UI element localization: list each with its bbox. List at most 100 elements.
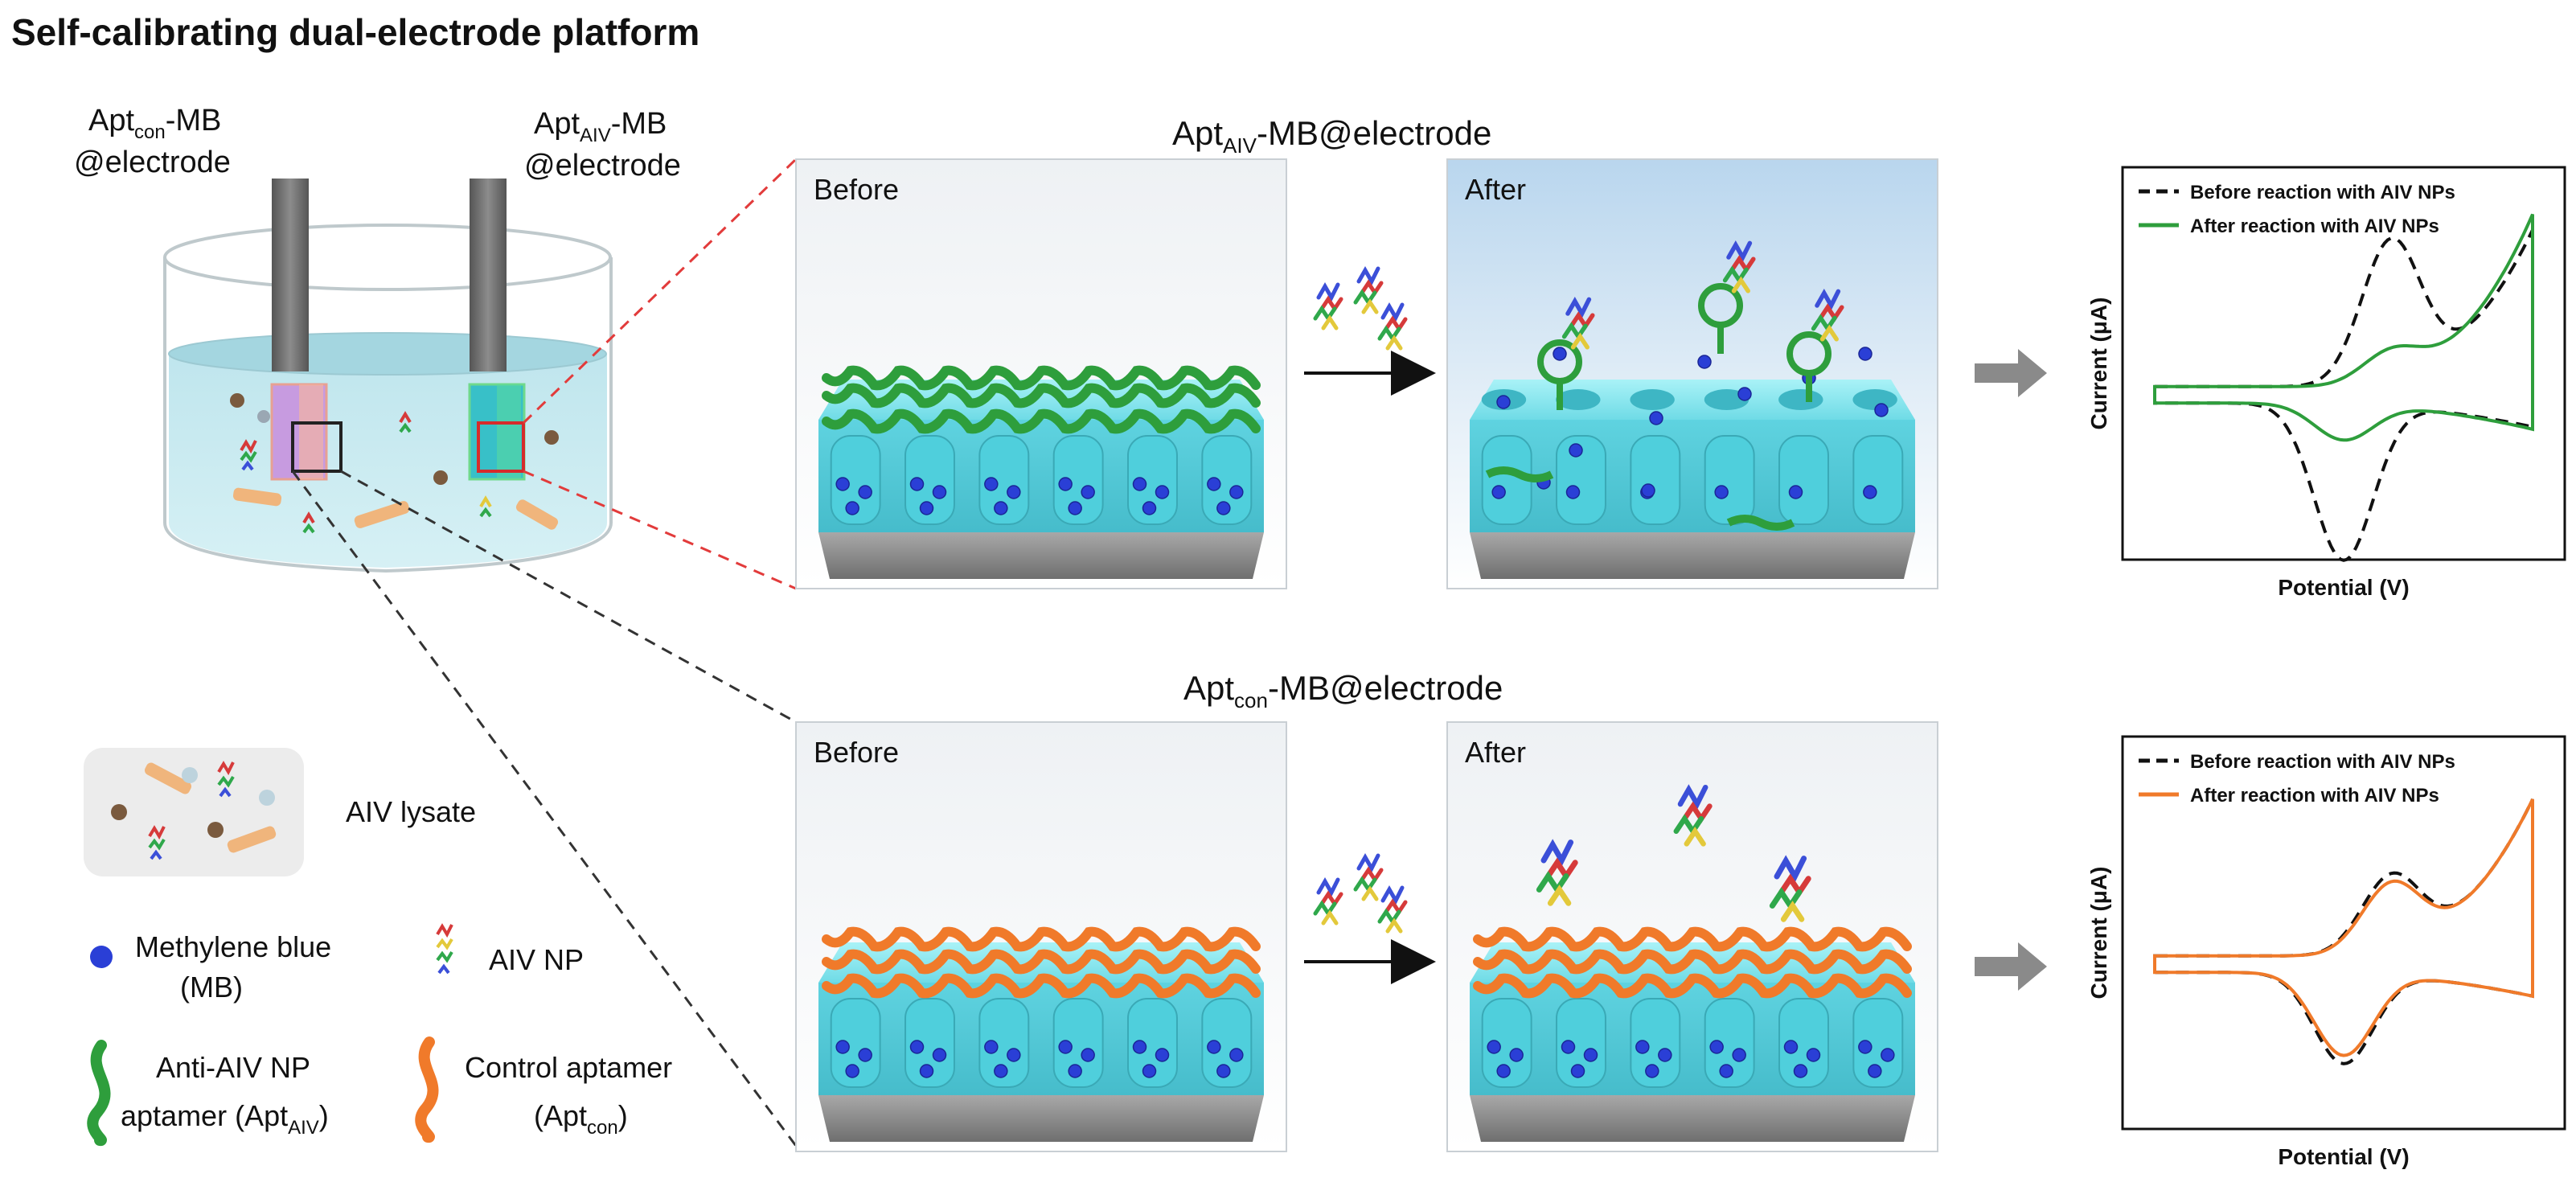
mb-molecule xyxy=(1216,501,1231,515)
well-opening xyxy=(1852,389,1897,410)
legend-entry: Before reaction with AIV NPs xyxy=(2190,751,2455,773)
result-arrow-row2 xyxy=(1975,942,2047,991)
mb-molecule xyxy=(909,1040,925,1054)
mb-molecule xyxy=(845,501,859,515)
mb-molecule xyxy=(1216,1064,1231,1078)
mb-molecule xyxy=(1207,1040,1221,1054)
hydrogel-top xyxy=(1470,380,1915,420)
mb-molecule xyxy=(1155,1048,1170,1062)
mb-molecule xyxy=(835,1040,850,1054)
hydrogel-well xyxy=(1852,435,1904,525)
aptamer-strand xyxy=(1473,973,1912,999)
free-mb xyxy=(1569,443,1583,458)
row2-after-panel-label: After xyxy=(1465,736,1526,769)
legend-entry: After reaction with AIV NPs xyxy=(2190,785,2439,807)
electrode-substrate xyxy=(1470,1095,1915,1142)
aiv-np xyxy=(1536,839,1578,906)
hydrogel-front xyxy=(818,420,1264,532)
hydrogel-well xyxy=(1052,435,1104,525)
mb-molecule xyxy=(1570,1064,1585,1078)
aptamer-strand xyxy=(822,365,1261,391)
free-mb xyxy=(1858,347,1873,361)
row1-after-panel: After xyxy=(1446,158,1938,589)
aiv-np xyxy=(1561,297,1595,350)
hydrogel-well xyxy=(1778,435,1829,525)
figure-title: Self-calibrating dual-electrode platform xyxy=(11,11,699,53)
mb-molecule xyxy=(1081,485,1095,499)
mb-molecule xyxy=(909,477,925,491)
legend-mb-text1: Methylene blue xyxy=(135,930,331,963)
mb-molecule xyxy=(1058,1040,1073,1054)
y-axis-label: Current (μA) xyxy=(2086,867,2111,999)
aptamer-strand xyxy=(822,383,1261,408)
mb-molecule xyxy=(1229,485,1244,499)
mb-molecule xyxy=(1081,1048,1095,1062)
legend-mb-text2: (MB) xyxy=(180,971,243,1004)
mb-molecule xyxy=(932,485,947,499)
hydrogel-well xyxy=(830,435,881,525)
mb-molecule xyxy=(994,501,1008,515)
beaker xyxy=(163,179,613,573)
mb-molecule xyxy=(1509,1048,1524,1062)
mb-molecule xyxy=(1496,1064,1511,1078)
aptamer-strand xyxy=(1473,926,1912,952)
mb-molecule xyxy=(1709,1040,1724,1054)
hydrogel-front xyxy=(1470,983,1915,1095)
mb-molecule xyxy=(932,1048,947,1062)
mb-molecule xyxy=(1863,485,1877,499)
row1-heading: AptAIV-MB@electrode xyxy=(1172,114,1491,158)
row1-before-panel-label: Before xyxy=(814,173,899,206)
hydrogel-well xyxy=(904,998,955,1088)
legend-entry: Before reaction with AIV NPs xyxy=(2190,182,2455,203)
mb-molecule xyxy=(1783,1040,1799,1054)
row1-before-panel: Before xyxy=(795,158,1287,589)
mb-molecule xyxy=(835,477,850,491)
aptamer-strand xyxy=(1473,949,1912,975)
zoom-line-red-bottom xyxy=(523,470,797,590)
aiv-np-swatch xyxy=(436,923,453,975)
mb-molecule xyxy=(1561,1040,1576,1054)
mb-molecule xyxy=(1007,485,1021,499)
chart-frame xyxy=(2121,166,2566,561)
mb-molecule xyxy=(1155,485,1170,499)
hydrogel-well xyxy=(1704,998,1755,1088)
hydrogel-well xyxy=(830,998,881,1088)
aiv-np xyxy=(1353,852,1384,901)
mb-molecule xyxy=(1207,477,1221,491)
mb-molecule xyxy=(919,1064,934,1078)
aiv-np xyxy=(1769,855,1811,922)
hydrogel-well xyxy=(978,998,1030,1088)
aiv-np xyxy=(1313,876,1343,926)
aiv-np xyxy=(1377,302,1408,351)
aptamer-strand xyxy=(822,926,1261,952)
aiv-electrode-label: AptAIV-MB xyxy=(534,107,667,146)
aiv-electrode-label-line2: @electrode xyxy=(524,149,681,183)
legend-ctrl-text1: Control aptamer xyxy=(465,1051,672,1084)
mb-molecule xyxy=(1068,1064,1082,1078)
aiv-np xyxy=(1673,784,1713,847)
aiv-np xyxy=(1722,240,1756,293)
anti-aptamer-swatch xyxy=(87,1040,111,1147)
aiv-np xyxy=(1313,281,1343,330)
row2-before-panel: Before xyxy=(795,721,1287,1152)
mb-molecule xyxy=(984,477,999,491)
row2-heading: Aptcon-MB@electrode xyxy=(1183,669,1503,712)
mb-molecule xyxy=(1487,1040,1501,1054)
electrode-substrate xyxy=(1470,532,1915,579)
hydrogel-well xyxy=(1201,998,1253,1088)
bound-aptamer xyxy=(1537,297,1595,410)
aptamer-strand xyxy=(822,949,1261,975)
x-axis-label: Potential (V) xyxy=(2278,1144,2409,1169)
mb-molecule xyxy=(1732,1048,1746,1062)
free-mb xyxy=(1737,387,1752,401)
legend-ctrl-text2: (Aptcon) xyxy=(534,1099,628,1139)
mb-molecule xyxy=(1719,1064,1733,1078)
aiv-np xyxy=(1377,885,1408,934)
mb-molecule xyxy=(1793,1064,1808,1078)
legend-lysate-text: AIV lysate xyxy=(346,795,476,828)
legend-entry: After reaction with AIV NPs xyxy=(2190,215,2439,237)
aptamer-strand xyxy=(822,408,1261,434)
free-mb xyxy=(1697,355,1712,369)
